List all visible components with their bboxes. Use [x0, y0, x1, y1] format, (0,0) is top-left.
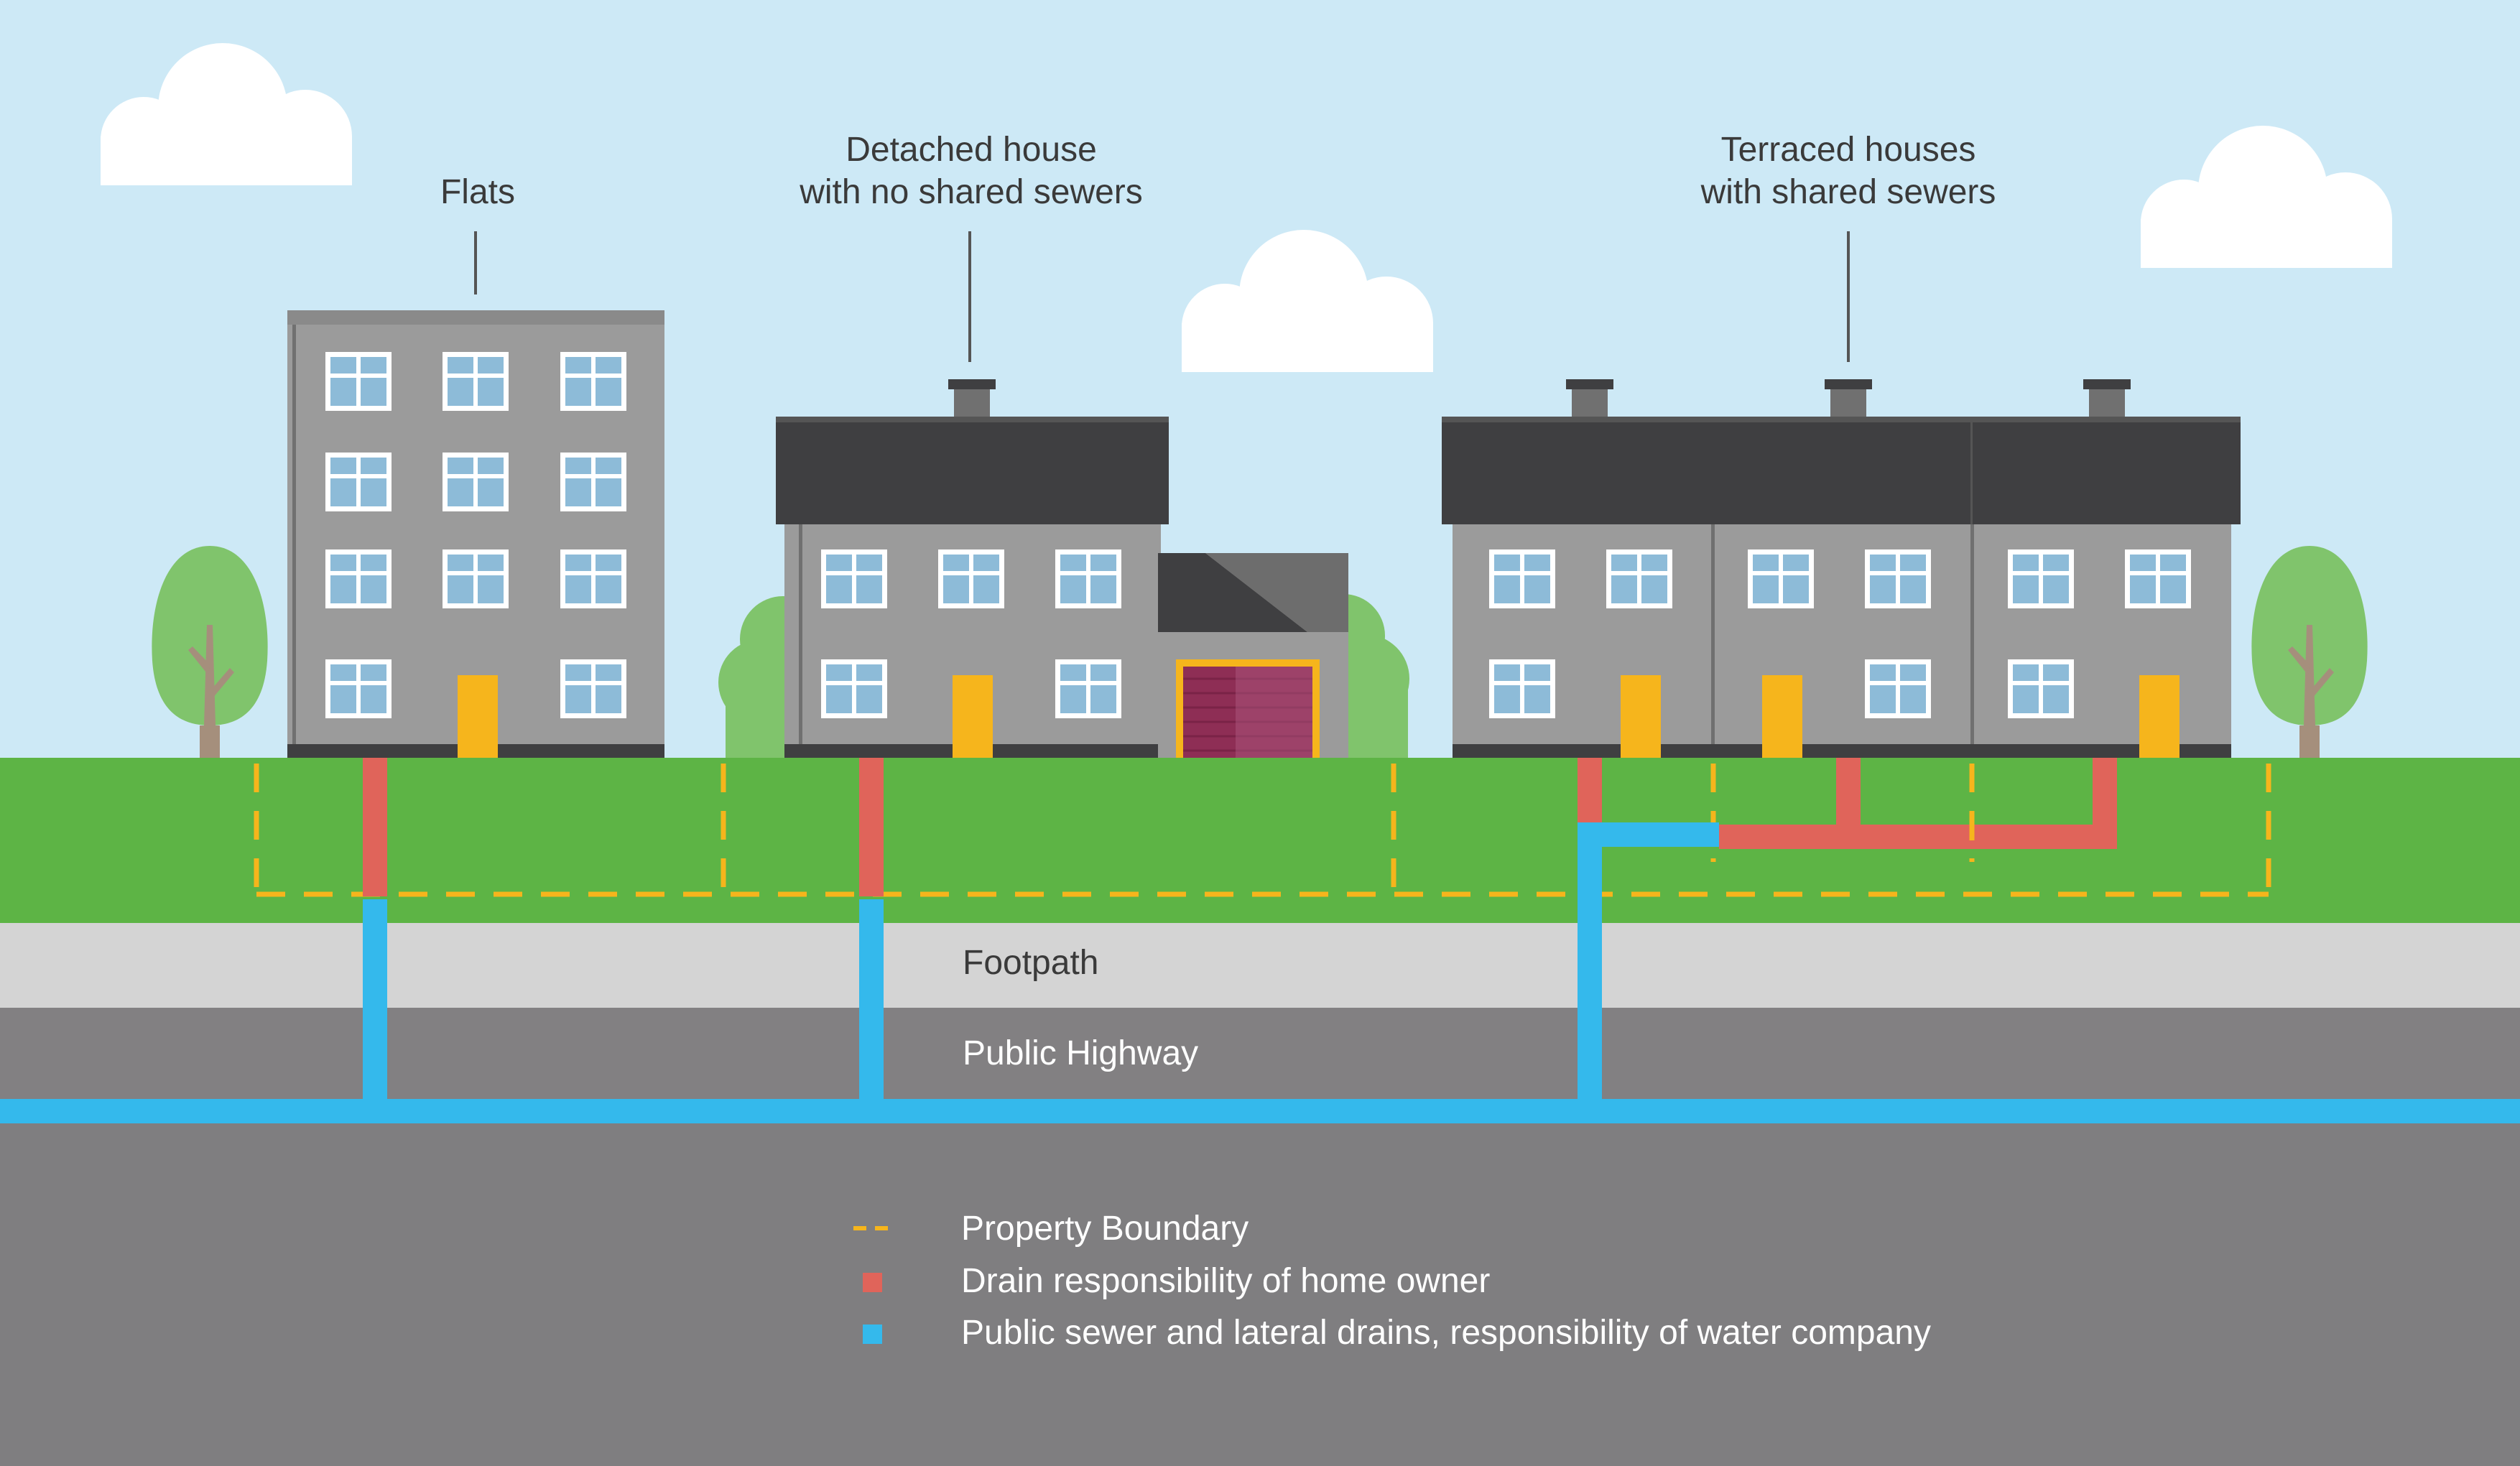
owner-drains — [363, 758, 2117, 896]
detached-house — [776, 379, 1348, 758]
legend-swatch-boundary — [853, 1226, 888, 1230]
flats-label: Flats — [440, 173, 515, 211]
door — [458, 675, 498, 758]
flats-pointer — [474, 231, 477, 294]
legend-owner-text: Drain responsibility of home owner — [961, 1262, 1490, 1300]
underground — [0, 1101, 2520, 1466]
property-boundary — [254, 764, 2271, 897]
flats-building — [287, 310, 664, 758]
terraced-label-line1: Terraced houses — [1721, 131, 1976, 169]
detached-label-line1: Detached house — [846, 131, 1097, 169]
footpath-label: Footpath — [963, 944, 1098, 982]
door — [953, 675, 993, 758]
detached-label-line2: with no shared sewers — [799, 173, 1143, 211]
legend-swatch-public — [863, 1324, 882, 1344]
terraced-houses — [1442, 379, 2241, 758]
legend-swatch-owner — [863, 1273, 882, 1292]
public-highway — [0, 1008, 2520, 1101]
detached-pointer — [968, 231, 971, 362]
legend-public-text: Public sewer and lateral drains, respons… — [961, 1314, 1931, 1352]
highway-label: Public Highway — [963, 1034, 1198, 1072]
door — [2139, 675, 2179, 758]
footpath — [0, 923, 2520, 1008]
terraced-pointer — [1847, 231, 1850, 362]
door — [1621, 675, 1661, 758]
legend-boundary-text: Property Boundary — [961, 1210, 1249, 1248]
door — [1762, 675, 1802, 758]
public-sewers — [0, 822, 2520, 1123]
terraced-label-line2: with shared sewers — [1700, 173, 1996, 211]
